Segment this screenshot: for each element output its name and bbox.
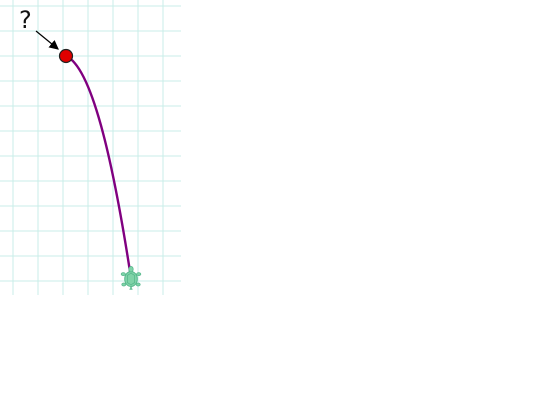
annotation-arrow xyxy=(35,30,59,50)
question-mark: ? xyxy=(19,6,32,34)
turtle-icon xyxy=(120,265,142,290)
target-point xyxy=(58,48,74,64)
turtle-path xyxy=(64,54,133,280)
grid xyxy=(0,0,181,295)
